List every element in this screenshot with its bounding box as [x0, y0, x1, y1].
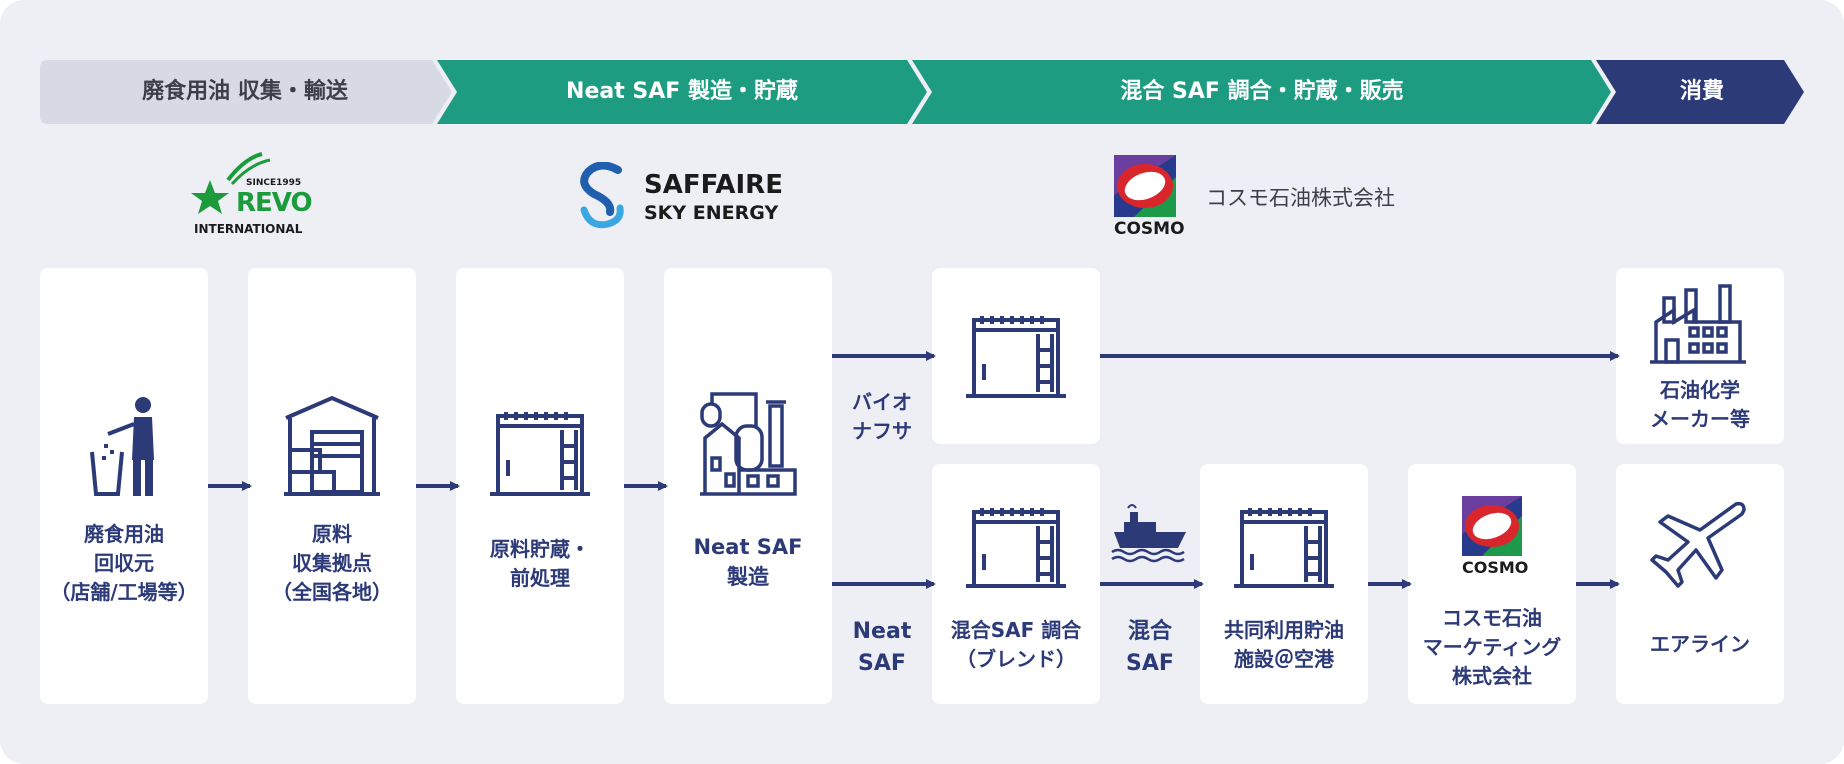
- cosmo-emblem: [1114, 155, 1176, 217]
- saffaire-line1: SAFFAIRE: [644, 170, 783, 200]
- ship-icon: [1111, 504, 1186, 563]
- stage-1-shape: [40, 60, 452, 124]
- saffaire-line2: SKY ENERGY: [644, 202, 779, 224]
- cosmo-company-name: コスモ石油株式会社: [1206, 186, 1395, 210]
- card-storage-pretreat: [456, 268, 624, 704]
- card-naphtha-tank: [932, 268, 1100, 444]
- stage-3-label: 混合 SAF 調合・貯蔵・販売: [1120, 79, 1404, 104]
- stage-4-shape: [1596, 60, 1804, 124]
- cosmo-marketing-logo-text: COSMO: [1462, 558, 1529, 577]
- card-collection-source: [40, 268, 208, 704]
- label-airline: エアライン: [1650, 632, 1750, 656]
- revo-since: SINCE1995: [246, 178, 302, 188]
- tank-icon: [1234, 508, 1334, 588]
- label-cosmo-marketing: コスモ石油 マーケティング 株式会社: [1422, 606, 1562, 688]
- petrochemical-plant-icon: [1650, 284, 1746, 364]
- label-blending: 混合SAF 調合 （ブレンド）: [950, 618, 1082, 671]
- trash-person-icon: [90, 397, 154, 496]
- stage-3-shape: [912, 60, 1611, 124]
- airplane-icon: [1650, 501, 1746, 588]
- stage-2-label: Neat SAF 製造・貯蔵: [566, 79, 798, 104]
- stage-1-label: 廃食用油 収集・輸送: [142, 79, 348, 104]
- cosmo-logo: COSMO: [1114, 155, 1185, 239]
- label-petrochemical: 石油化学 メーカー等: [1650, 378, 1750, 431]
- revo-logo: SINCE1995 REVO INTERNATIONAL: [190, 150, 313, 240]
- saffaire-emblem: [580, 162, 624, 229]
- tank-icon: [966, 316, 1066, 398]
- card-cosmo-marketing: [1408, 464, 1576, 704]
- label-shared-storage: 共同利用貯油 施設＠空港: [1224, 618, 1344, 671]
- stage-4-label: 消費: [1679, 79, 1724, 104]
- revo-emblem: [191, 152, 271, 214]
- card-airline: [1616, 464, 1784, 704]
- label-collection-source: 廃食用油 回収元 （店舗/工場等）: [50, 522, 198, 604]
- revo-name: REVO: [236, 188, 313, 218]
- label-collection-base: 原料 収集拠点 （全国各地）: [272, 522, 392, 604]
- cosmo-emblem-small: [1462, 496, 1522, 556]
- tank-icon: [490, 412, 590, 496]
- warehouse-icon: [284, 395, 380, 496]
- flow-label-bio-naphtha: バイオ ナフサ: [852, 390, 912, 443]
- flow-label-blended-saf: 混合 SAF: [1126, 619, 1174, 676]
- label-storage-pretreat: 原料貯蔵・ 前処理: [490, 537, 590, 590]
- revo-sub: INTERNATIONAL: [194, 222, 303, 236]
- flow-label-neat-saf: Neat SAF: [852, 619, 912, 676]
- cosmo-logo-text: COSMO: [1114, 219, 1185, 239]
- tank-icon: [966, 508, 1066, 588]
- card-petrochemical: [1616, 268, 1784, 444]
- factory-icon: [700, 392, 797, 496]
- label-neat-saf-production: Neat SAF 製造: [693, 535, 803, 590]
- stage-2-shape: [437, 60, 927, 124]
- saffaire-logo: SAFFAIRE SKY ENERGY: [574, 162, 794, 232]
